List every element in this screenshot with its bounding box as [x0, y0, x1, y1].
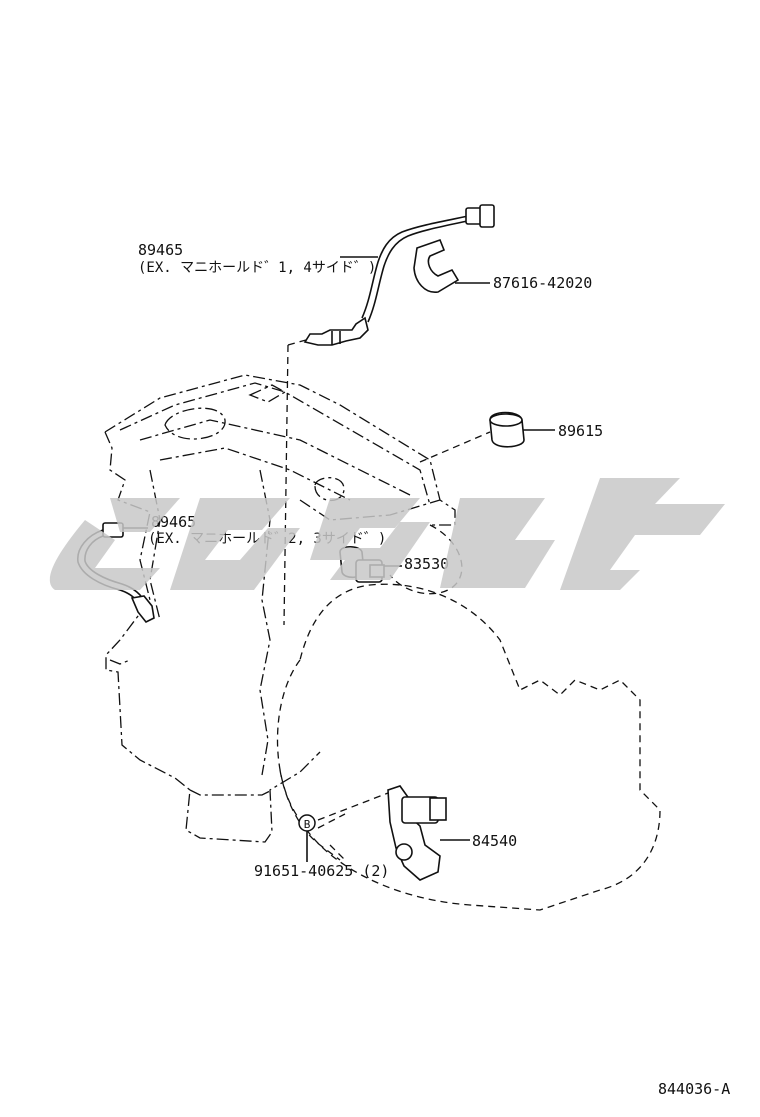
label-83530: 83530: [404, 555, 449, 573]
watermark-logo: [49, 478, 725, 590]
o2-sensor-upper: [283, 204, 495, 626]
note-89465-upper: (EX. マニホールド゛1, 4サイド゛): [138, 260, 376, 276]
knock-sensor: [419, 411, 555, 463]
callout-letter: B: [304, 818, 311, 831]
label-89615: 89615: [558, 422, 603, 440]
label-91651-40625: 91651-40625 (2): [254, 862, 389, 880]
label-84540: 84540: [472, 832, 517, 850]
part-labels: 89465 (EX. マニホールド゛1, 4サイド゛) 87616-42020 …: [138, 241, 730, 1098]
neutral-start-switch: [317, 785, 470, 881]
bolt-callout: B: [298, 814, 316, 862]
label-89465-upper: 89465: [138, 241, 183, 259]
figure-reference: 844036-A: [658, 1080, 730, 1098]
label-87616-42020: 87616-42020: [493, 274, 592, 292]
wire-clamp: [413, 238, 490, 293]
